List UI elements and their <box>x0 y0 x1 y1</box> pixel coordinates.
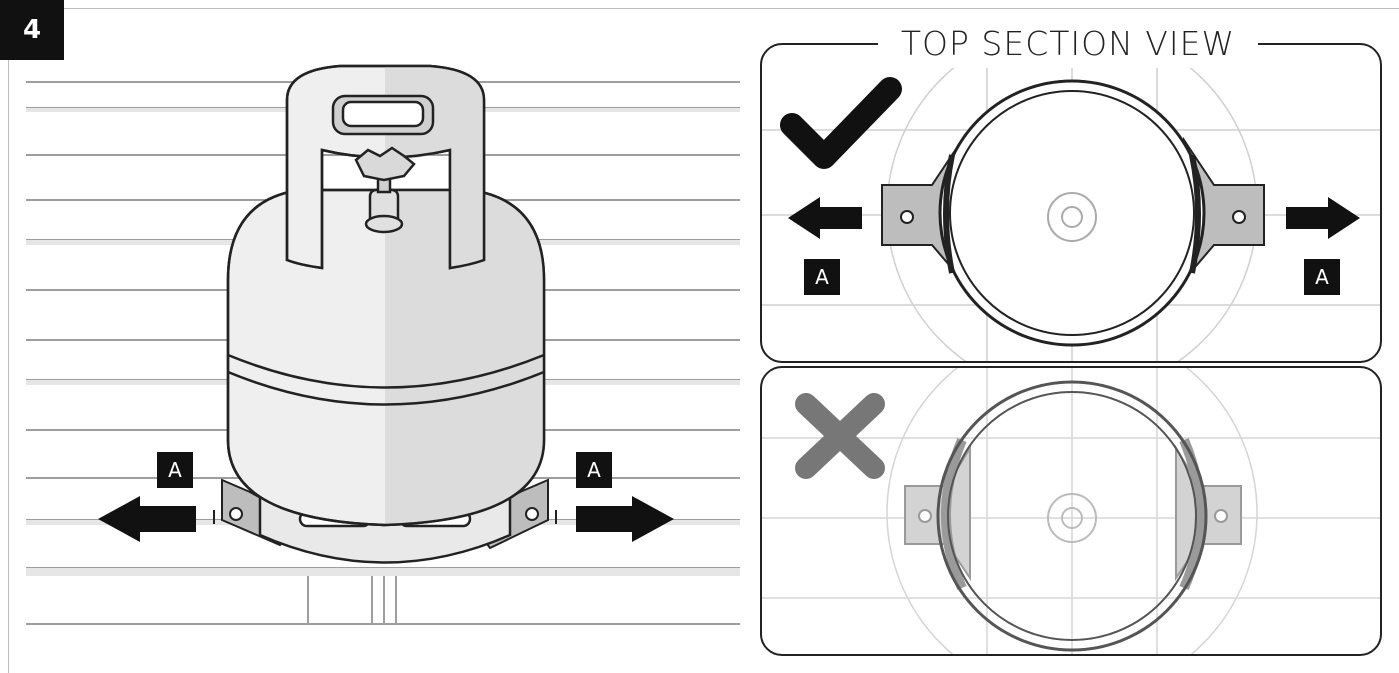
propane-cylinder <box>226 64 546 564</box>
bracket-section <box>881 136 1265 283</box>
top-section-view-correct: A A <box>760 43 1382 363</box>
cylinder-ring-section <box>936 380 1208 652</box>
cylinder-ring-section <box>938 79 1206 347</box>
section-arrow-right <box>1286 197 1360 239</box>
pull-arrow-left <box>98 496 196 542</box>
section-arrow-left <box>788 197 862 239</box>
check-mark-icon <box>780 77 902 169</box>
guide-lines <box>762 368 1380 654</box>
section-label-right: A <box>1304 259 1340 295</box>
top-section-view-incorrect <box>760 366 1382 656</box>
pull-arrow-right <box>576 496 674 542</box>
arrow-label-right: A <box>576 452 612 488</box>
instruction-frame <box>8 8 1399 673</box>
cross-mark-icon <box>795 393 885 479</box>
section-label-left: A <box>804 259 840 295</box>
bracket-section <box>904 438 1242 591</box>
step-number-badge: 4 <box>0 0 64 60</box>
cylinder-illustration <box>26 64 740 625</box>
arrow-label-left: A <box>157 452 193 488</box>
panel-title: TOP SECTION VIEW <box>878 18 1258 68</box>
